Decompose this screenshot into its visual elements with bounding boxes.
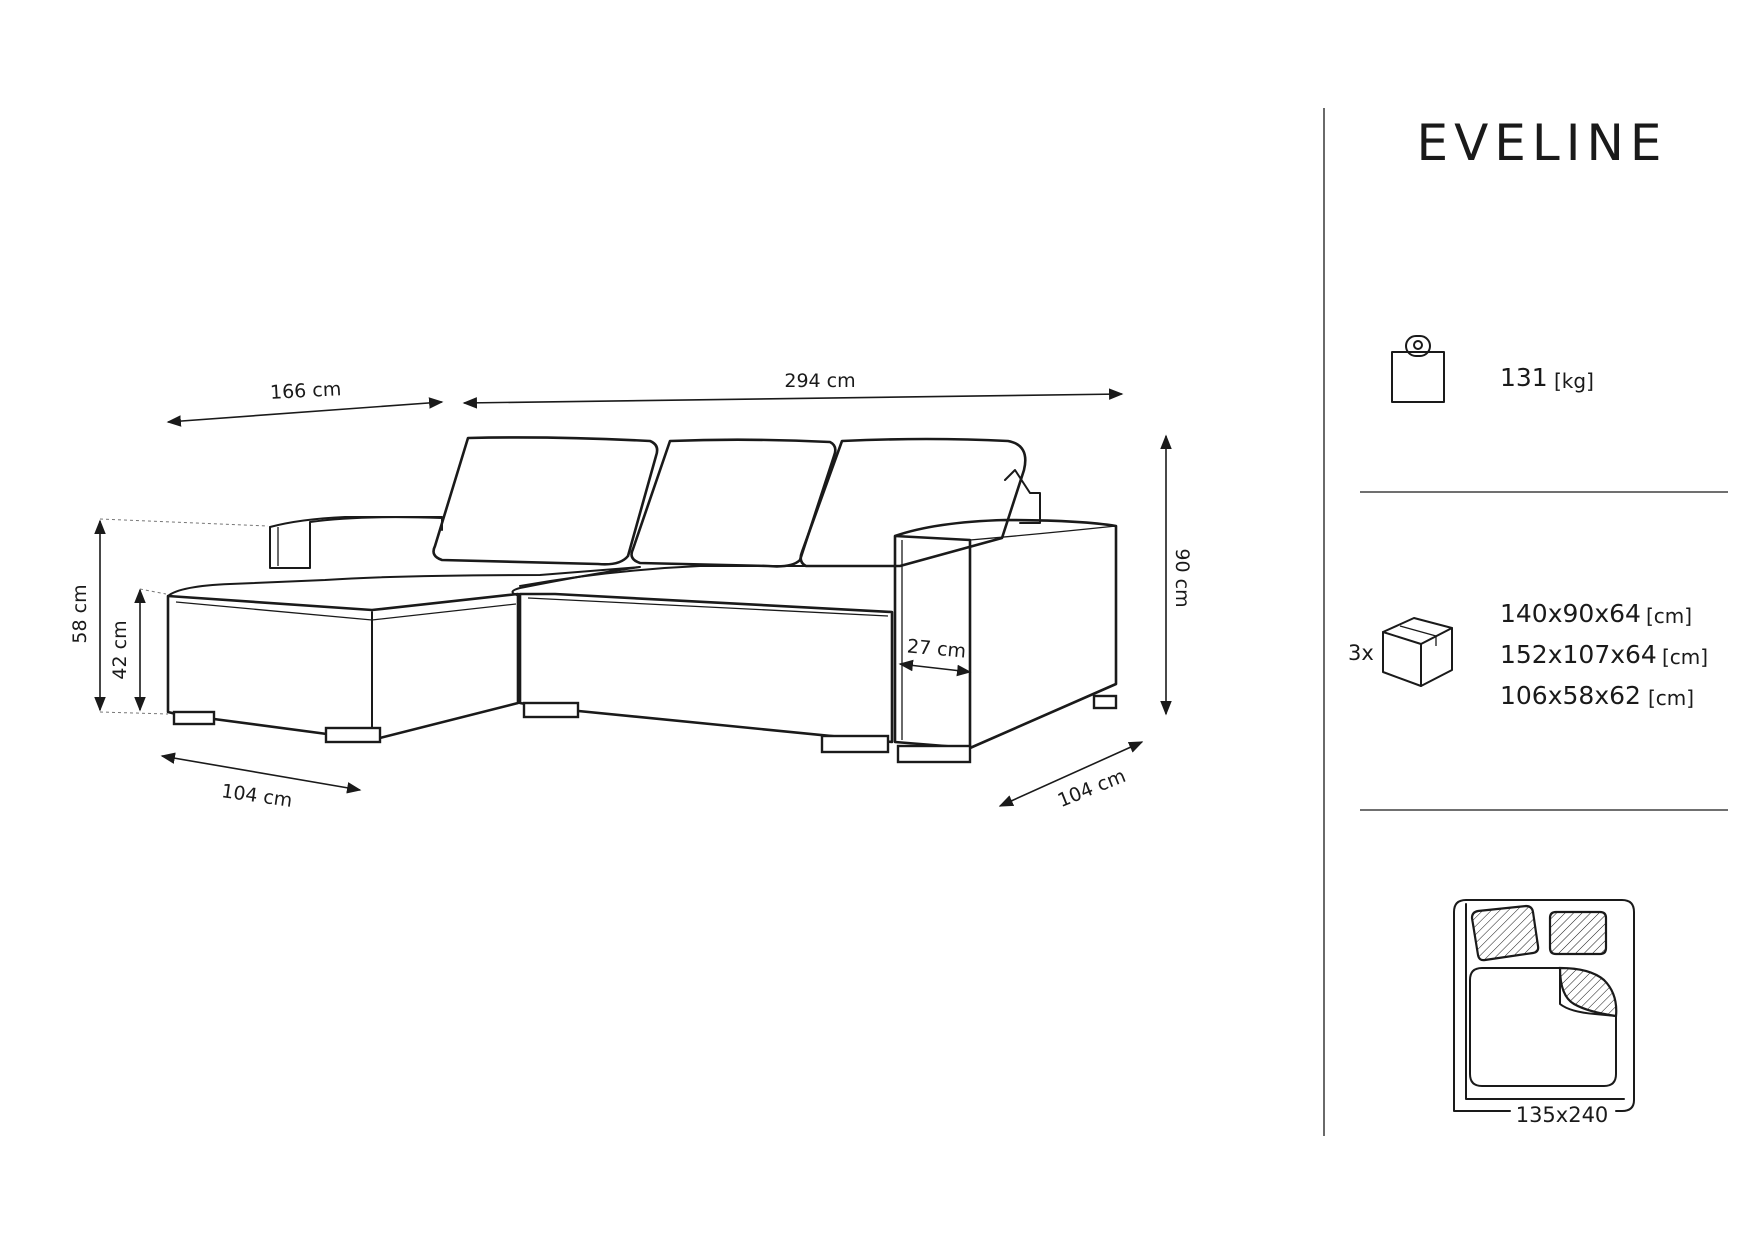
- package-unit-3: [cm]: [1648, 686, 1694, 710]
- main-seat-section: [518, 565, 901, 754]
- weight-icon: [1391, 335, 1445, 403]
- dim-arrow-armrest-width: [898, 659, 972, 677]
- weight-unit: [kg]: [1554, 369, 1594, 393]
- package-size-1: 140x90x64: [1500, 599, 1641, 628]
- package-size-3: 106x58x62: [1500, 681, 1641, 710]
- dim-label-armrest-width: 27 cm: [906, 635, 967, 662]
- dim-arrow-chaise-depth: [160, 752, 362, 794]
- dimension-lines: 166 cm 294 cm 90 cm 58 cm 42 cm 27 cm 10…: [69, 370, 1193, 812]
- chaise-section: [166, 566, 641, 744]
- dim-label-chaise-length: 166 cm: [270, 378, 342, 404]
- dim-arrow-sofa-depth: [998, 741, 1144, 807]
- dim-label-sofa-depth: 104 cm: [1055, 765, 1129, 812]
- bed-icon: [1453, 899, 1635, 1112]
- package-count: 3x: [1348, 641, 1374, 665]
- dim-arrow-total-width: [462, 388, 1124, 409]
- packages-info: 3x 140x90x64 [cm] 152x107x64 [cm] 106x58…: [1348, 599, 1708, 710]
- weight-value: 131: [1500, 363, 1548, 392]
- package-size-2: 152x107x64: [1500, 640, 1657, 669]
- dim-label-total-width: 294 cm: [784, 370, 855, 392]
- sleeping-area-size: 135x240: [1516, 1103, 1609, 1127]
- left-back-armrest: [269, 516, 443, 569]
- back-cushions: [432, 436, 1041, 568]
- dim-label-total-height: 90 cm: [1171, 548, 1193, 607]
- dim-label-back-height: 58 cm: [69, 584, 91, 643]
- package-unit-1: [cm]: [1646, 604, 1692, 628]
- dim-label-chaise-depth: 104 cm: [220, 780, 294, 812]
- weight-info: 131 [kg]: [1391, 335, 1594, 403]
- package-box-icon: [1382, 617, 1453, 687]
- sleeping-area-info: 135x240: [1453, 899, 1635, 1127]
- right-armrest: [893, 518, 1118, 764]
- package-unit-2: [cm]: [1662, 645, 1708, 669]
- sofa-drawing: [166, 436, 1118, 764]
- product-title: EVELINE: [1417, 114, 1668, 172]
- dim-label-seat-height: 42 cm: [109, 620, 131, 679]
- dim-arrow-chaise-length: [166, 397, 444, 427]
